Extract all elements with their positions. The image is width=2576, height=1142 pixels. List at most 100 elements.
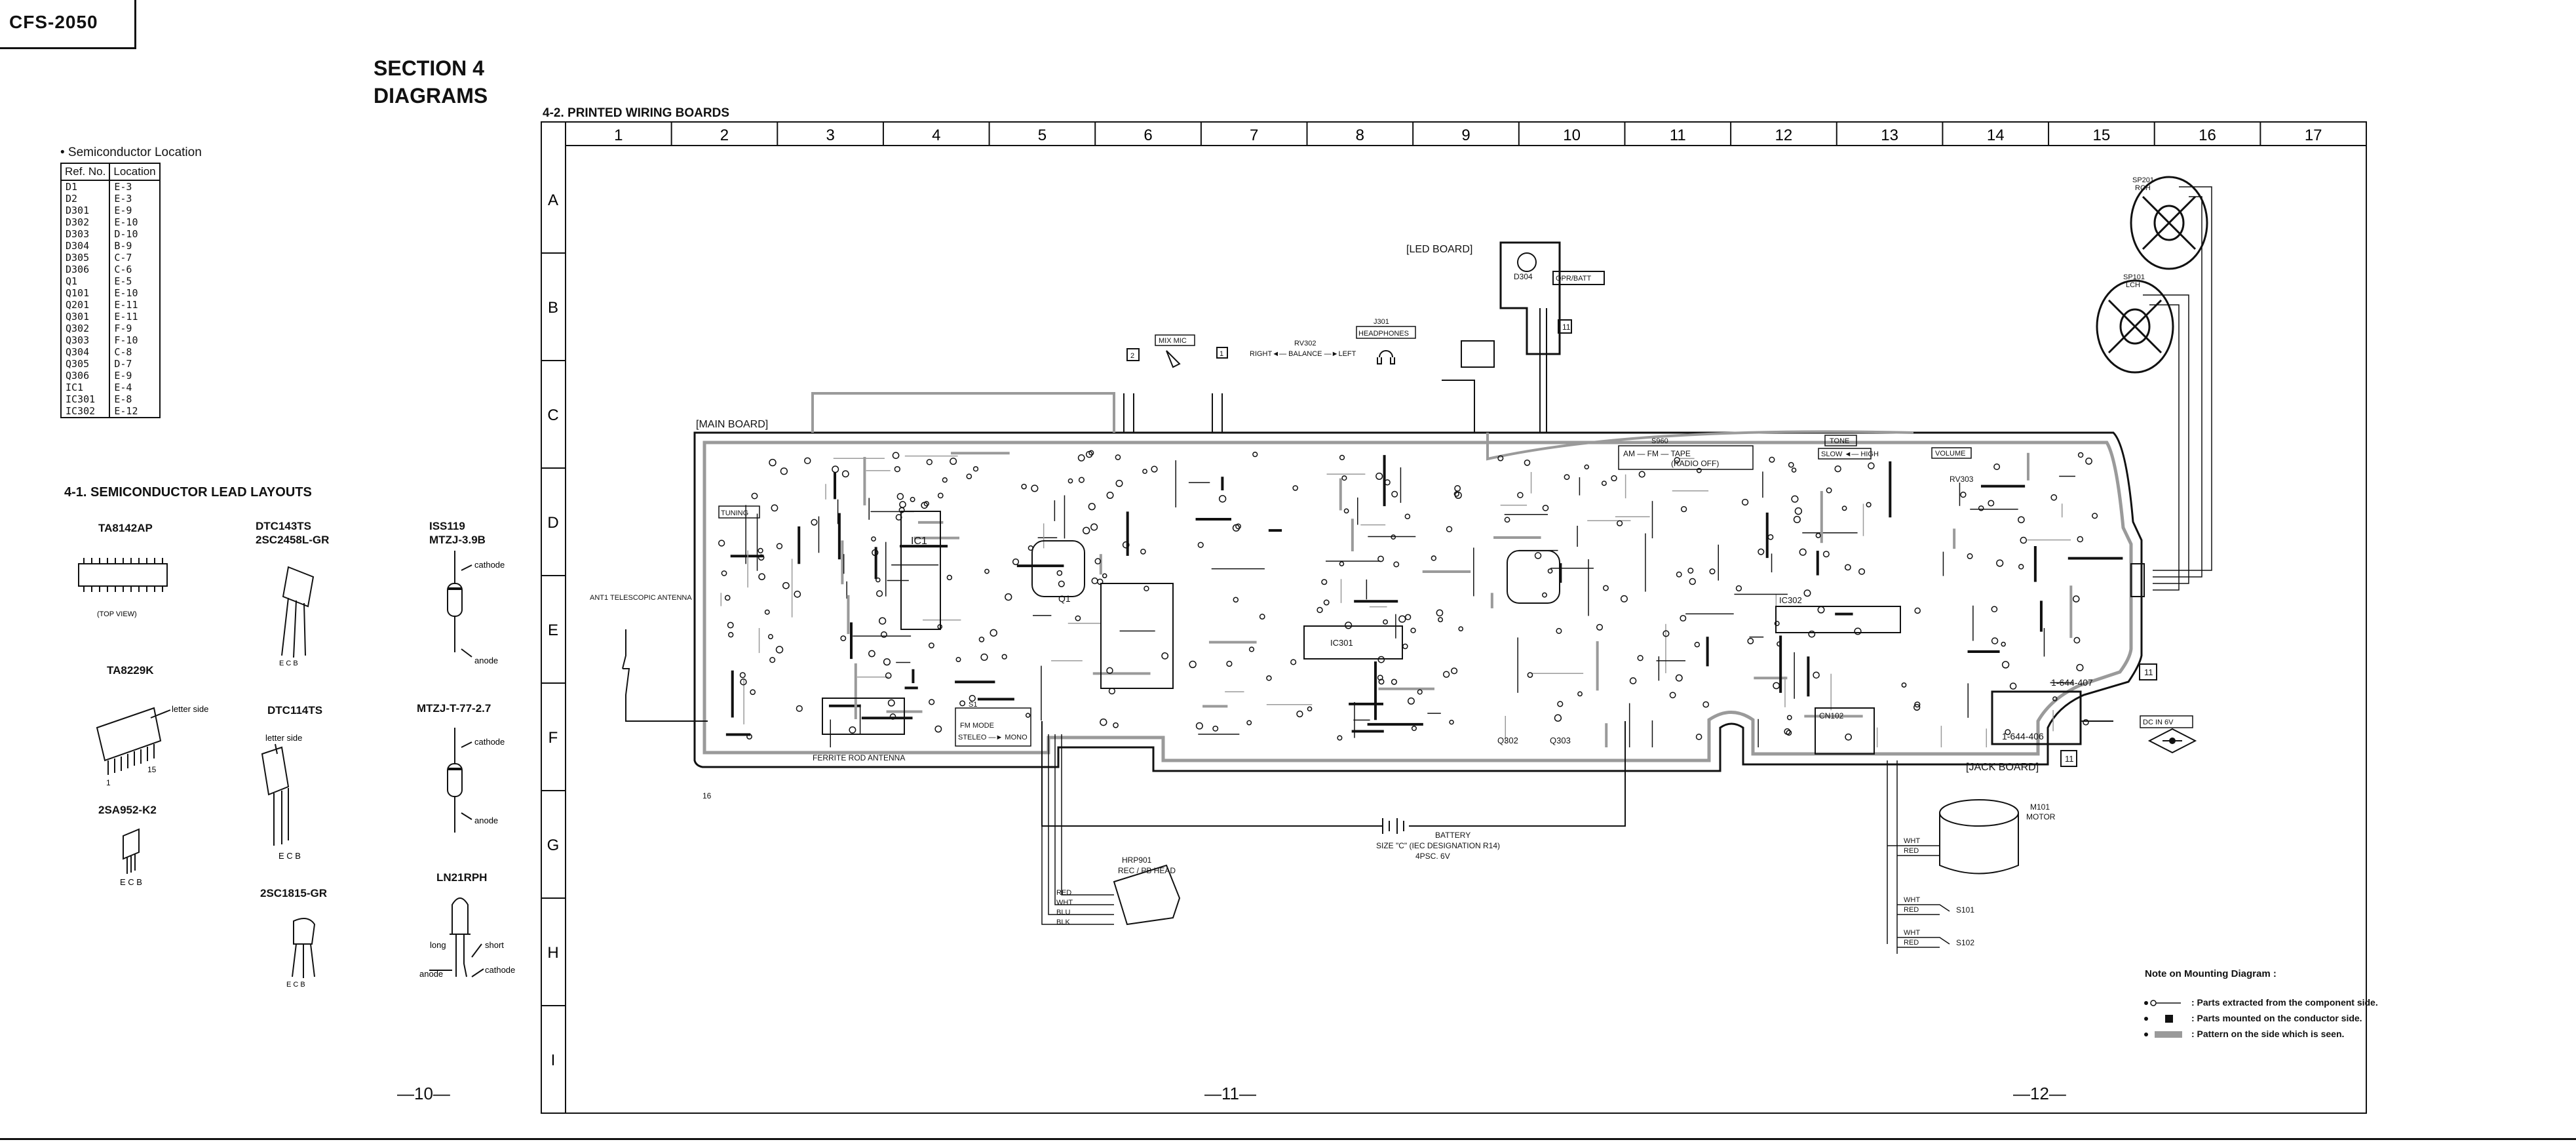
column-header-location: Location — [109, 163, 161, 181]
shield-can-right — [1507, 550, 1560, 604]
solder-pad — [1554, 714, 1562, 722]
ref-2-label: 2 — [1130, 352, 1134, 360]
ta8142ap-note: (TOP VIEW) — [97, 610, 137, 618]
solder-pad — [1106, 491, 1114, 499]
ln21-cathode: cathode — [485, 965, 515, 975]
solder-pad — [1218, 495, 1227, 503]
solder-pad — [946, 574, 953, 581]
row-label: F — [548, 729, 558, 747]
d304-label: D304 — [1514, 272, 1533, 281]
solder-pad — [910, 496, 915, 502]
solder-pad — [969, 695, 976, 702]
solder-pad — [1393, 561, 1400, 568]
solder-pad — [1458, 626, 1464, 632]
solder-pad — [1140, 549, 1146, 555]
solder-pad — [1377, 656, 1385, 663]
part-mtzj-2-7: MTZJ-T-77-2.7 — [417, 702, 491, 715]
led-board-outline — [1499, 241, 1561, 355]
solder-pad — [1669, 692, 1676, 699]
s101-wire-wht: WHT — [1904, 896, 1920, 904]
lead-layouts-heading: 4-1. SEMICONDUCTOR LEAD LAYOUTS — [64, 485, 312, 500]
headphone-jack — [1442, 340, 1495, 433]
solder-pad — [1826, 487, 1832, 494]
page-number-10: —10— — [397, 1084, 450, 1103]
mtzj27-body — [447, 763, 463, 797]
motor-body — [1939, 813, 2019, 875]
ref-no-cell: Q301 — [60, 311, 111, 323]
solder-pad — [1542, 504, 1549, 511]
ref-box-11a — [1558, 319, 1572, 334]
row-label: B — [548, 299, 558, 317]
solder-pad — [1151, 465, 1158, 473]
speakers — [2096, 176, 2208, 374]
solder-pad — [2001, 661, 2010, 669]
bullet-icon — [2144, 1033, 2148, 1036]
solder-pad — [2052, 696, 2058, 701]
solder-pad — [1547, 568, 1553, 574]
led-board-wires — [1539, 308, 1547, 433]
solder-pad — [1321, 579, 1328, 585]
ref-box-11b — [2139, 663, 2157, 680]
solder-pad — [896, 493, 904, 500]
solder-pad — [771, 504, 779, 512]
solder-pad — [1189, 660, 1197, 669]
solder-pad — [1195, 722, 1203, 730]
board-number-407: 1-644-407 — [2051, 677, 2093, 688]
solder-pad — [1687, 567, 1694, 574]
speaker-sp201-cone — [2153, 205, 2185, 241]
part-ln21rph: LN21RPH — [436, 871, 488, 884]
main-board-label: [MAIN BOARD] — [696, 419, 768, 430]
solder-pad — [718, 540, 725, 547]
solder-pad — [758, 573, 765, 581]
component-pads — [718, 450, 2098, 741]
sa952-pins — [126, 854, 136, 874]
solder-pad — [1841, 505, 1847, 511]
solder-pad — [767, 634, 773, 640]
column-label: 17 — [2305, 127, 2322, 144]
dtc114-body — [261, 746, 290, 796]
head-desc-label: REC / PB HEAD — [1118, 866, 1176, 875]
part-mtzj-3-9b: MTZJ-3.9B — [429, 534, 486, 546]
part-ta8142ap: TA8142AP — [98, 522, 153, 534]
ref-no-cell: D1 — [60, 180, 111, 193]
rv303-label: RV303 — [1950, 475, 1974, 484]
headphones-label-box — [1356, 326, 1416, 339]
lch-label: LCH — [2126, 281, 2140, 289]
solder-pad — [1674, 457, 1680, 463]
solder-pad — [1410, 627, 1416, 633]
solder-pad — [1735, 585, 1742, 592]
solder-pad — [923, 501, 929, 507]
fm-mode-label: FM MODE — [960, 722, 994, 730]
solder-pad — [926, 459, 933, 465]
solder-pad — [1337, 735, 1343, 741]
radio-off-label: (RADIO OFF) — [1671, 459, 1719, 468]
solder-pad — [1085, 450, 1093, 458]
ref-no-cell: D2 — [60, 193, 111, 205]
ferrite-coil — [822, 698, 905, 735]
tone-range-label: SLOW ◄— HIGH — [1821, 450, 1879, 458]
solder-pad — [1914, 607, 1921, 614]
solder-pad — [1398, 615, 1406, 623]
ref-16-label: 16 — [702, 791, 712, 800]
location-cell: E-3 — [109, 180, 161, 193]
solder-pad — [1524, 460, 1531, 466]
solder-pad — [1556, 627, 1562, 634]
solder-pad — [1988, 500, 1995, 507]
section-title: SECTION 4 — [374, 56, 484, 80]
solder-pad — [1786, 715, 1792, 720]
solder-pad — [1596, 623, 1604, 631]
column-label: 1 — [614, 127, 623, 144]
opr-batt-label: OPR/BATT — [1556, 275, 1591, 283]
solder-pad — [1709, 568, 1716, 575]
ic301-label: IC301 — [1330, 638, 1353, 648]
solder-pad — [1617, 520, 1623, 526]
solder-pad — [764, 609, 770, 615]
rch-label: RCH — [2135, 184, 2151, 192]
part-ta8229k: TA8229K — [107, 664, 154, 677]
ref-11c-label: 11 — [2065, 754, 2074, 764]
location-cell: E-4 — [109, 382, 161, 393]
tape-head — [1113, 864, 1181, 926]
battery-spec-label: 4PSC. 6V — [1415, 852, 1450, 861]
solder-pad — [776, 543, 783, 549]
